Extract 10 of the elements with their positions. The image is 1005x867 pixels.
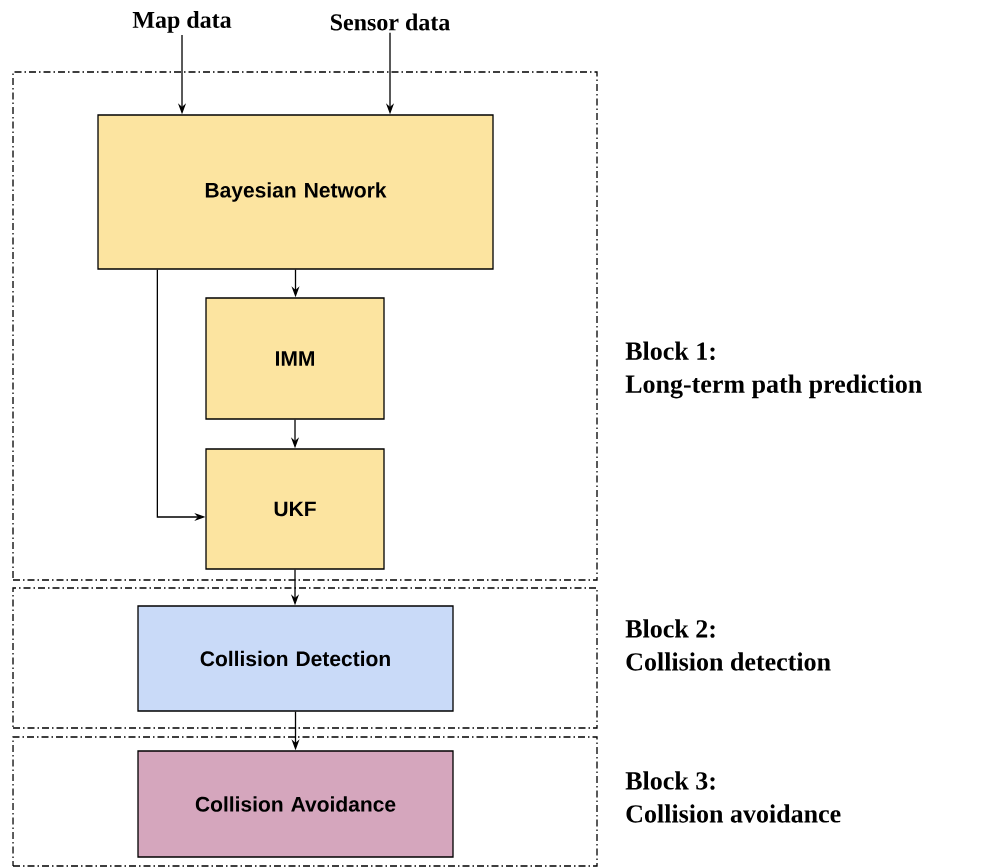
input-label: Sensor data (330, 13, 450, 31)
process-box: Bayesian Network (97, 114, 494, 270)
block-label: Block 3: Collision avoidance (625, 771, 841, 823)
process-box: UKF (205, 448, 385, 570)
block-label: Block 2: Collision detection (625, 619, 831, 671)
block-label: Block 1: Long-term path prediction (625, 341, 922, 399)
process-box: Collision Avoidance (137, 750, 454, 858)
input-label: Map data (132, 11, 232, 33)
process-box: Collision Detection (137, 605, 454, 712)
process-box: IMM (205, 297, 385, 420)
